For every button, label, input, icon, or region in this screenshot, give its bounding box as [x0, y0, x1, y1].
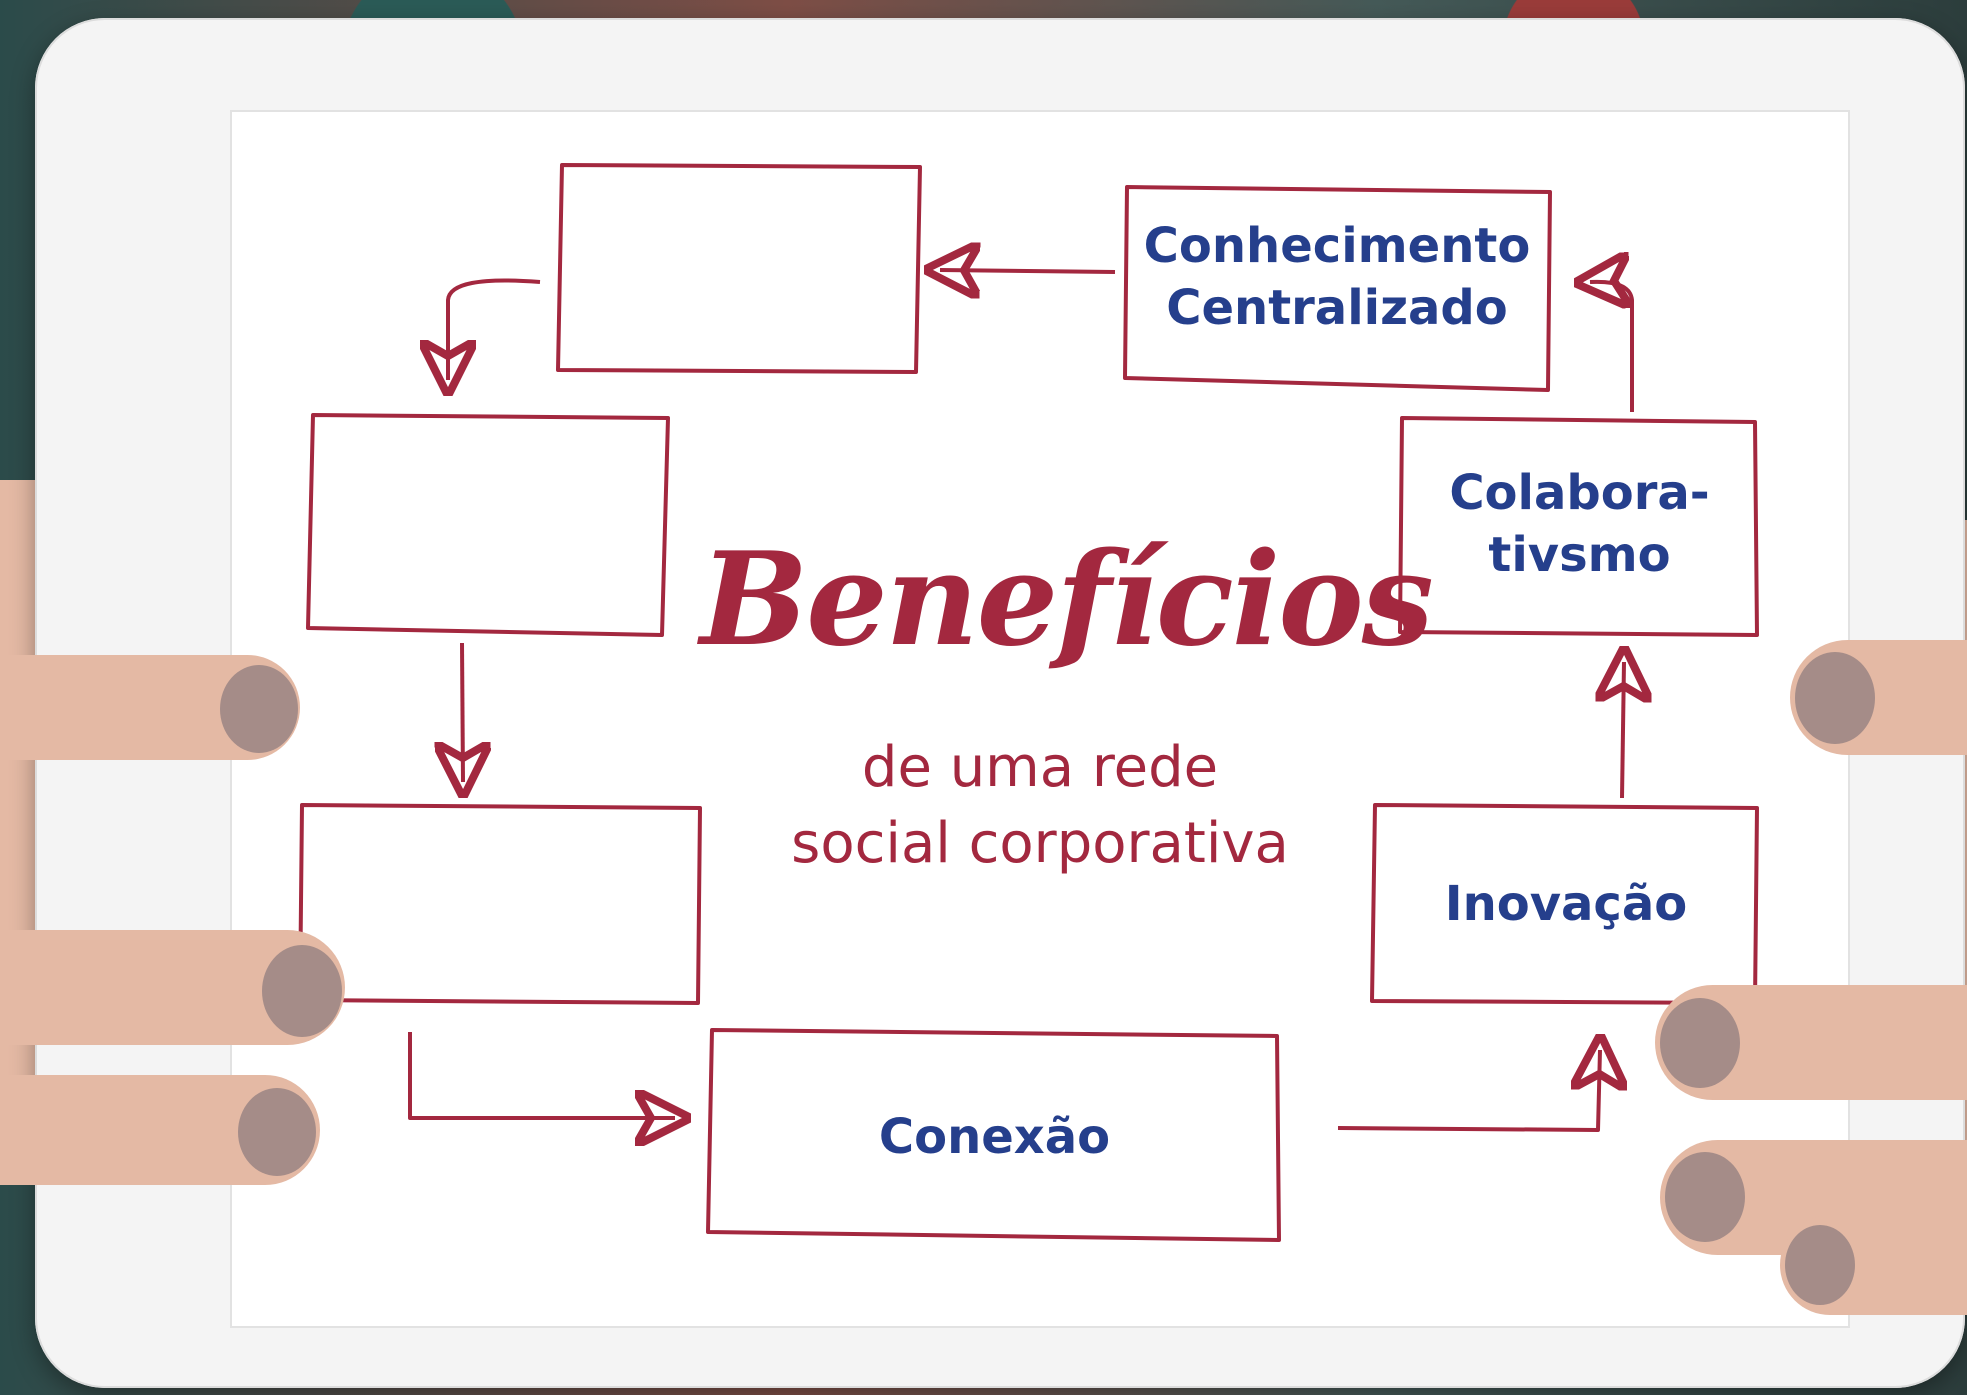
right-nail-4	[1785, 1225, 1855, 1305]
right-nail-3	[1665, 1152, 1745, 1242]
arrow-4-to-2	[1590, 282, 1634, 412]
arrow-1-to-3	[448, 278, 541, 380]
box-label-inovacao: Inovação	[1444, 876, 1688, 932]
box-2-outline	[1123, 185, 1552, 392]
box-3-outline	[306, 413, 670, 637]
box-5-outline	[298, 803, 702, 1005]
box-label-conexao: Conexão	[878, 1109, 1111, 1165]
box-7-outline	[706, 1028, 1281, 1242]
box-label-colaborativismo: Colabora- tivsmo	[1449, 465, 1710, 583]
right-nail-1	[1795, 652, 1875, 744]
arrow-5-to-7	[408, 1032, 675, 1118]
box-label-conhecimento: Conhecimento Centralizado	[1143, 218, 1531, 336]
left-nail-3	[238, 1088, 316, 1176]
box-1-outline	[556, 163, 922, 374]
diagram-subtitle: de uma rede social corporativa	[700, 730, 1380, 882]
box-4-outline	[1398, 416, 1759, 637]
subtitle-line-2: social corporativa	[791, 811, 1289, 876]
arrow-6-to-4	[1622, 662, 1624, 799]
subtitle-line-1: de uma rede	[861, 735, 1219, 800]
left-nail-1	[220, 665, 298, 753]
arrow-2-to-1	[940, 270, 1116, 272]
arrow-7-to-6	[1337, 1050, 1600, 1132]
right-nail-2	[1660, 998, 1740, 1088]
arrow-3-to-5	[462, 642, 463, 782]
left-nail-2	[262, 945, 342, 1037]
diagram-title: Benefícios	[700, 525, 1434, 675]
